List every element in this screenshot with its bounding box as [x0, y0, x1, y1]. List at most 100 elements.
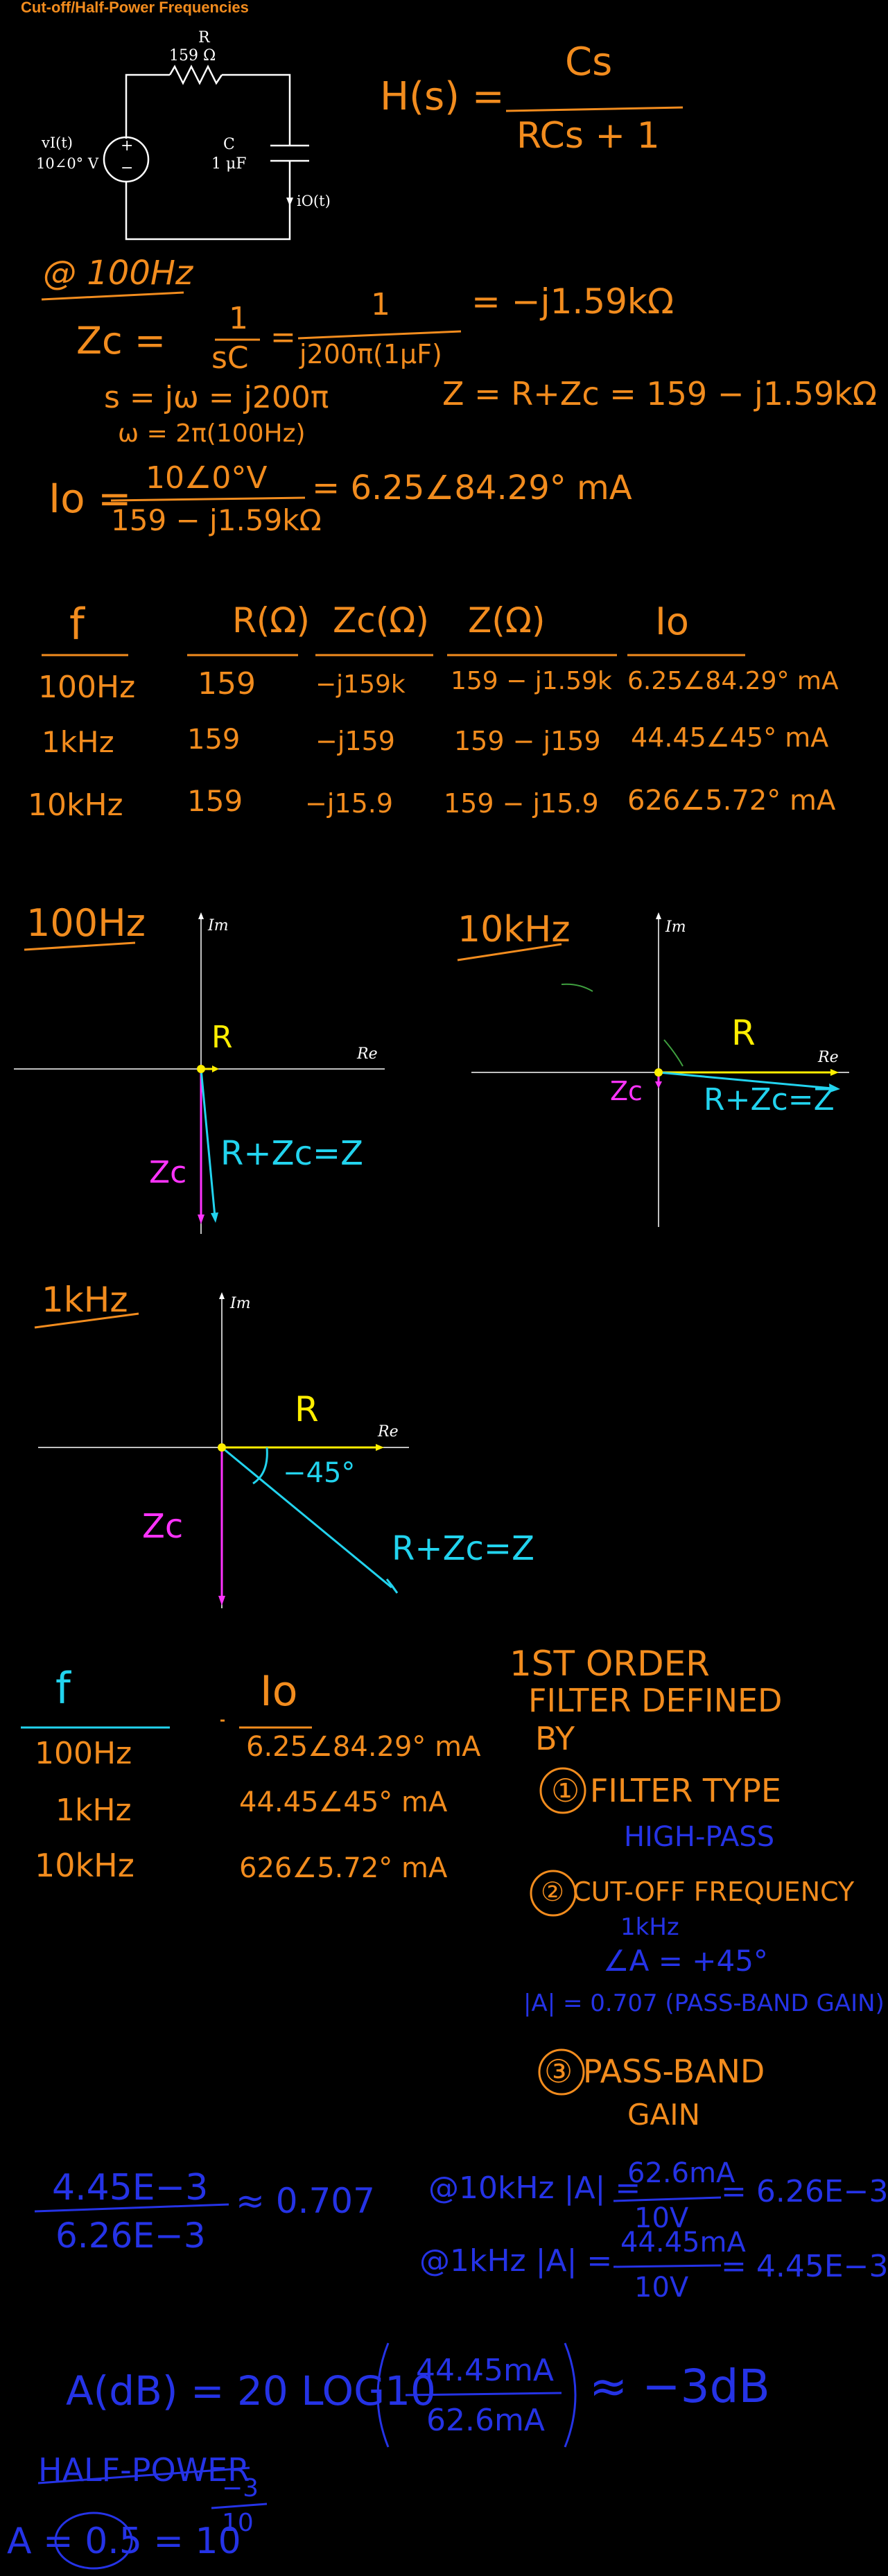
- angle-arc: [252, 1447, 268, 1485]
- table-cell: 159 − j1.59k: [451, 667, 612, 695]
- a1k-num: 44.45mA: [620, 2227, 746, 2259]
- filter-item-1-value: HIGH-PASS: [624, 1821, 775, 1853]
- table-cell: 10kHz: [28, 787, 123, 823]
- omega-line: ω = 2π(100Hz): [118, 419, 306, 448]
- table-cell: 159 − j159: [454, 726, 601, 756]
- capacitor-value: 1 μF: [211, 155, 247, 173]
- phasor-10khz-re-label: Re: [818, 1049, 839, 1066]
- ratio-den: 6.26E−3: [55, 2216, 206, 2256]
- z-line: Z = R+Zc = 159 − j1.59kΩ: [442, 375, 877, 412]
- final-lhs: A = 0.5 = 10: [7, 2521, 241, 2562]
- phasor-100hz-z-label: R+Zc=Z: [220, 1134, 363, 1173]
- a10k-lhs: @10kHz |A| =: [428, 2170, 641, 2206]
- ratio-num: 4.45E−3: [52, 2167, 209, 2209]
- ratio-result: ≈ 0.707: [236, 2181, 375, 2221]
- phasor-10khz-z-label: R+Zc=Z: [704, 1082, 835, 1117]
- summary-cell: 626∠5.72° mA: [239, 1852, 448, 1884]
- summary-cell: 44.45∠45° mA: [239, 1786, 448, 1818]
- source-plus-icon: +: [121, 137, 134, 155]
- filter-item-3: ③ PASS-BAND: [544, 2053, 765, 2090]
- source-value: 10∠0° V: [36, 155, 99, 172]
- phasor-10khz-z-vector: [658, 1071, 833, 1090]
- io-result: = 6.25∠84.29° mA: [312, 469, 632, 507]
- phasor-1khz-zc-label: Zc: [142, 1507, 184, 1546]
- a1k-den: 10V: [634, 2272, 689, 2304]
- exponent-den: 10: [222, 2509, 254, 2537]
- table-header-r: R(Ω): [232, 600, 310, 641]
- source-label: vI(t): [42, 134, 73, 151]
- filter-item-2: ② CUT-OFF FREQUENCY: [541, 1877, 855, 1907]
- table-cell: −j159: [315, 726, 395, 756]
- output-current-label: iO(t): [297, 193, 331, 209]
- transfer-denominator: RCs + 1: [516, 115, 660, 157]
- phasor-10khz-title: 10kHz: [458, 909, 571, 950]
- phasor-1khz-im-label: Im: [230, 1295, 251, 1312]
- table-cell: 44.45∠45° mA: [631, 722, 829, 753]
- table-cell: −j15.9: [305, 788, 394, 819]
- phasor-100hz-z-vector: [200, 1068, 216, 1217]
- table-cell: 1kHz: [42, 725, 114, 759]
- transfer-numerator: Cs: [565, 40, 613, 85]
- zc-result: = −j1.59kΩ: [471, 281, 674, 322]
- resistor-symbol: [168, 64, 223, 85]
- db-num: 44.45mA: [416, 2353, 554, 2388]
- zc-frac1-num: 1: [229, 301, 248, 336]
- filter-title-l3: BY: [535, 1720, 575, 1757]
- filter-item-2-value: 1kHz: [620, 1913, 679, 1941]
- phasor-10khz-zc-label: Zc: [610, 1076, 643, 1106]
- a1k-lhs: @1kHz |A| =: [419, 2243, 613, 2279]
- phasor-100hz-zc-label: Zc: [149, 1155, 187, 1190]
- table-cell: −j159k: [315, 670, 406, 699]
- a10k-result: = 6.26E−3: [721, 2174, 888, 2209]
- io-den: 159 − j1.59kΩ: [111, 503, 322, 537]
- phasor-1khz-axes: [38, 1295, 409, 1608]
- filter-item-2-angle: ∠A = +45°: [603, 1944, 768, 1978]
- table-cell: 159 − j15.9: [444, 788, 599, 819]
- filter-item-2-magnitude: |A| = 0.707 (PASS-BAND GAIN): [523, 1990, 885, 2017]
- resistor-value: 159 Ω: [169, 47, 216, 64]
- table-header-f: f: [69, 599, 85, 650]
- summary-header-io: Io: [260, 1667, 298, 1716]
- circuit-wires: [103, 64, 309, 241]
- transfer-lhs: H(s) =: [380, 74, 505, 119]
- phasor-100hz-r-label: R: [211, 1020, 233, 1055]
- phasor-1khz-r-label: R: [295, 1389, 319, 1429]
- db-lhs: A(dB) = 20 LOG10: [66, 2367, 436, 2414]
- summary-cell: 100Hz: [35, 1736, 132, 1771]
- table-cell: 159: [198, 666, 256, 702]
- phasor-1khz-re-label: Re: [378, 1423, 399, 1441]
- io-num: 10∠0°V: [146, 460, 268, 496]
- io-lhs: Io =: [49, 475, 132, 522]
- filter-title-l1: 1ST ORDER: [510, 1644, 710, 1684]
- zc-frac2-num: 1: [371, 287, 390, 322]
- voltage-source-symbol: [103, 136, 150, 183]
- db-result: ≈ −3dB: [589, 2360, 770, 2413]
- filter-title-l2: FILTER DEFINED: [528, 1682, 783, 1719]
- equals-sign: =: [270, 320, 296, 355]
- table-header-io: Io: [655, 600, 689, 643]
- filter-item-3-b: GAIN: [627, 2098, 701, 2132]
- phasor-1khz-z-vector: [221, 1446, 392, 1589]
- zc-lhs: Zc =: [76, 319, 166, 363]
- phasor-100hz-im-label: Im: [208, 917, 229, 934]
- summary-cell: 6.25∠84.29° mA: [246, 1731, 481, 1763]
- filter-item-1: ① FILTER TYPE: [551, 1772, 781, 1809]
- table-cell: 626∠5.72° mA: [627, 785, 836, 817]
- a1k-result: = 4.45E−3: [721, 2249, 888, 2284]
- db-den: 62.6mA: [426, 2403, 545, 2438]
- phasor-100hz-re-label: Re: [357, 1045, 378, 1063]
- table-header-z: Z(Ω): [468, 600, 546, 641]
- zc-frac2-den: j200π(1μF): [299, 339, 442, 369]
- table-cell: 100Hz: [38, 670, 136, 705]
- a10k-den: 10V: [634, 2202, 689, 2234]
- calc-heading: @ 100Hz: [43, 254, 193, 293]
- table-header-zc: Zc(Ω): [333, 600, 429, 641]
- exponent-num: −3: [222, 2474, 259, 2503]
- phasor-1khz-title: 1kHz: [42, 1280, 128, 1320]
- table-cell: 6.25∠84.29° mA: [627, 667, 839, 695]
- phasor-1khz-z-label: R+Zc=Z: [392, 1529, 534, 1568]
- phasor-10khz-r-label: R: [731, 1013, 756, 1053]
- summary-header-f: f: [55, 1663, 71, 1714]
- capacitor-label: C: [223, 136, 235, 153]
